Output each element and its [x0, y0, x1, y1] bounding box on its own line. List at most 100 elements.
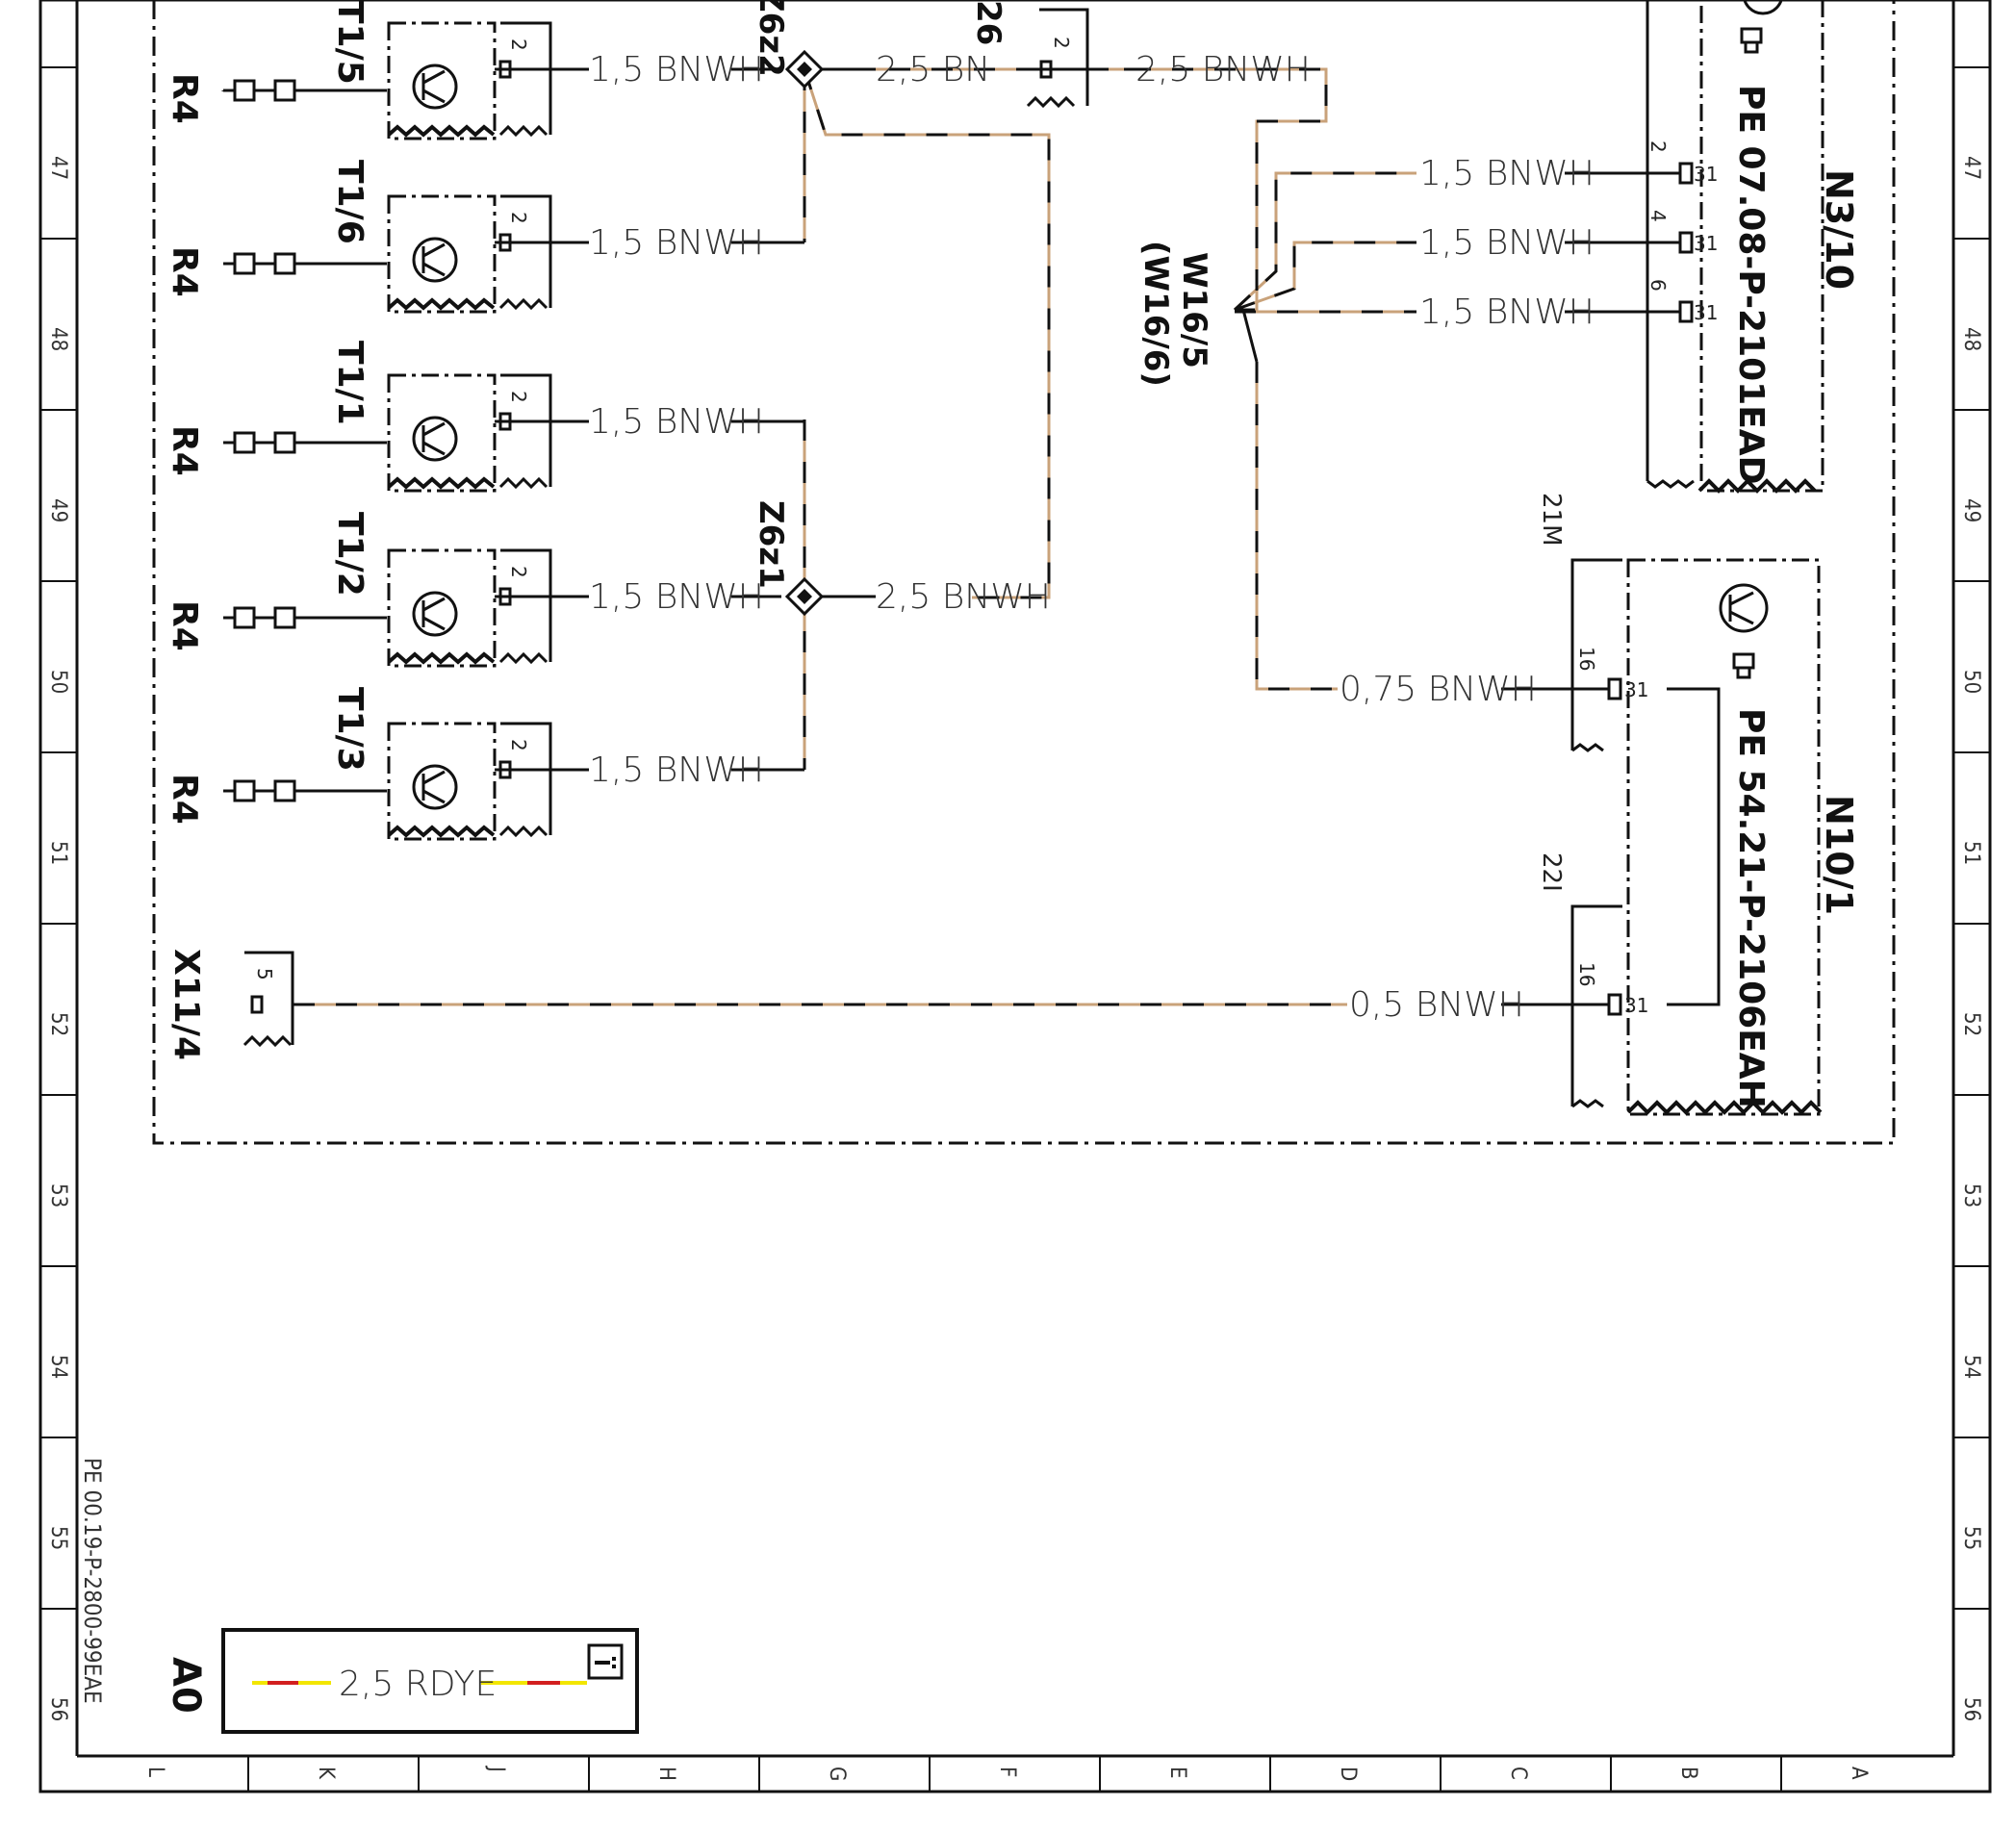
control-unit-n3-10: [1646, 0, 1825, 494]
svg-text:31: 31: [1624, 678, 1648, 701]
sensor-id: T1/6: [330, 160, 370, 244]
svg-text:2: 2: [507, 566, 530, 578]
splice-z6z2: Z6z2 2,5 BN: [752, 0, 990, 89]
wire-label: 1,5 BNWH: [1419, 223, 1595, 263]
row-number-left: 49: [46, 498, 70, 522]
svg-text:16: 16: [1575, 647, 1598, 671]
row-number-right: 48: [1959, 327, 1983, 351]
wiring: [293, 67, 1721, 1006]
legend-box: 2,5 RDYE: [221, 1628, 639, 1734]
sensor-t1-1: [223, 373, 552, 493]
svg-text:31: 31: [1694, 301, 1718, 324]
sensor-group: [221, 21, 552, 841]
legend-label: A0: [164, 1657, 208, 1714]
svg-text:Z6z2: Z6z2: [752, 0, 790, 77]
column-letter: J: [484, 1765, 508, 1772]
x11-4-pin: 5: [253, 968, 276, 980]
column-letter: K: [314, 1767, 338, 1780]
hand-icon: [1740, 27, 1763, 54]
legend-wire-label: 2,5 RDYE: [339, 1665, 497, 1704]
column-letter: A: [1847, 1767, 1871, 1780]
svg-text:2,5 BNWH: 2,5 BNWH: [876, 577, 1051, 617]
connector-26-pin: 2: [1050, 37, 1073, 49]
plug-label: R4: [165, 600, 204, 651]
sensor-id: T1/2: [330, 512, 370, 597]
column-letter: D: [1336, 1767, 1360, 1781]
row-number-left: 56: [46, 1697, 70, 1721]
row-number-left: 54: [46, 1355, 70, 1379]
svg-text:31: 31: [1694, 232, 1718, 255]
svg-text:2: 2: [507, 38, 530, 51]
column-letter: C: [1506, 1767, 1530, 1780]
n3-10-label: N3/10: [1818, 169, 1860, 290]
row-number-left: 48: [46, 327, 70, 351]
svg-text:31: 31: [1694, 163, 1718, 186]
sensor-wire-labels: 1,5 BNWH 1,5 BNWH 1,5 BNWH 1,5 BNWH 1,5 …: [589, 50, 764, 790]
connector-26-label: 26: [969, 0, 1008, 45]
svg-text:2: 2: [507, 739, 530, 751]
wire-label: 1,5 BNWH: [589, 402, 764, 442]
sensor-t1-6: [223, 194, 552, 314]
connector-26: [1026, 8, 1136, 109]
sensor-pin-numbers: 2 2 2 2 2: [507, 38, 530, 751]
wire-label: 1,5 BNWH: [1419, 292, 1595, 332]
column-letter: B: [1676, 1767, 1700, 1780]
wire-label: 1,5 BNWH: [589, 577, 764, 617]
document-reference: PE 00.19-P-2800-99EAE: [79, 1458, 106, 1704]
ground-point-label: W16/5: [1175, 252, 1213, 369]
column-letter: F: [995, 1767, 1019, 1777]
column-letter: H: [654, 1767, 678, 1781]
wire-label: 1,5 BNWH: [589, 750, 764, 790]
column-letter: E: [1165, 1767, 1189, 1779]
row-number-left: 47: [46, 156, 70, 180]
column-letters: L K J H G F E D C B A: [143, 1765, 1871, 1781]
column-letter: G: [825, 1767, 849, 1781]
n3-10-pins: 2 4 6 31 31 31: [1646, 140, 1718, 324]
connector-x11-4: [242, 951, 294, 1048]
sensor-t1-2: [223, 548, 552, 668]
info-icon: [587, 1643, 624, 1680]
svg-text:16: 16: [1575, 962, 1598, 986]
wire-label: 0,75 BNWH: [1340, 670, 1537, 709]
plug-label: R4: [165, 246, 204, 297]
row-number-right: 47: [1959, 156, 1983, 180]
hand-icon: [1732, 652, 1755, 679]
row-number-right: 51: [1959, 841, 1983, 865]
sensor-id: T1/5: [330, 0, 370, 85]
n3-10-wire-labels: 1,5 BNWH 1,5 BNWH 1,5 BNWH: [1419, 154, 1595, 332]
svg-text:2: 2: [1646, 140, 1670, 153]
n10-1-connector-labels: 21M 22I: [1537, 493, 1566, 892]
wire-label: 2,5 BNWH: [1136, 50, 1311, 89]
row-number-left: 50: [46, 670, 70, 694]
row-number-left: 52: [46, 1012, 70, 1036]
svg-text:21M: 21M: [1537, 493, 1566, 547]
svg-text:6: 6: [1646, 279, 1670, 292]
svg-text:4: 4: [1646, 210, 1670, 222]
row-ticks: [40, 66, 1990, 1610]
row-number-right: 53: [1959, 1183, 1983, 1208]
column-letter: L: [143, 1767, 167, 1777]
sensor-t1-3: [223, 722, 552, 841]
wire-label: 1,5 BNWH: [589, 50, 764, 89]
row-numbers: 47 48 49 50 51 52 53 54 55 56 47 48 49 5…: [46, 156, 1983, 1721]
plug-label: R4: [165, 774, 204, 825]
n10-1-label: N10/1: [1818, 795, 1860, 915]
row-number-right: 54: [1959, 1355, 1983, 1379]
svg-text:2: 2: [507, 212, 530, 224]
svg-text:22I: 22I: [1537, 852, 1566, 892]
plug-label: R4: [165, 425, 204, 476]
row-number-right: 56: [1959, 1697, 1983, 1721]
plug-label: R4: [165, 73, 204, 124]
control-unit-boundary: [152, 0, 1896, 1145]
wire-label: 1,5 BNWH: [589, 223, 764, 263]
sensor-labels: R4 R4 R4 R4 R4 T1/5 T1/6 T1/1 T1/2 T1/3: [165, 0, 370, 825]
n10-1-pins: 16 16 31 31: [1575, 647, 1648, 1017]
svg-text:Z6z1: Z6z1: [752, 500, 790, 589]
n3-10-reference: PE 07.08-P-2101EAD: [1731, 85, 1771, 485]
sensor-id: T1/1: [330, 341, 370, 425]
n10-1-reference: PE 54.21-P-2106EAH: [1731, 708, 1771, 1108]
drawing-frame: [38, 0, 1992, 1793]
sensor-id: T1/3: [330, 687, 370, 772]
wire-label: 0,5 BNWH: [1349, 985, 1524, 1025]
